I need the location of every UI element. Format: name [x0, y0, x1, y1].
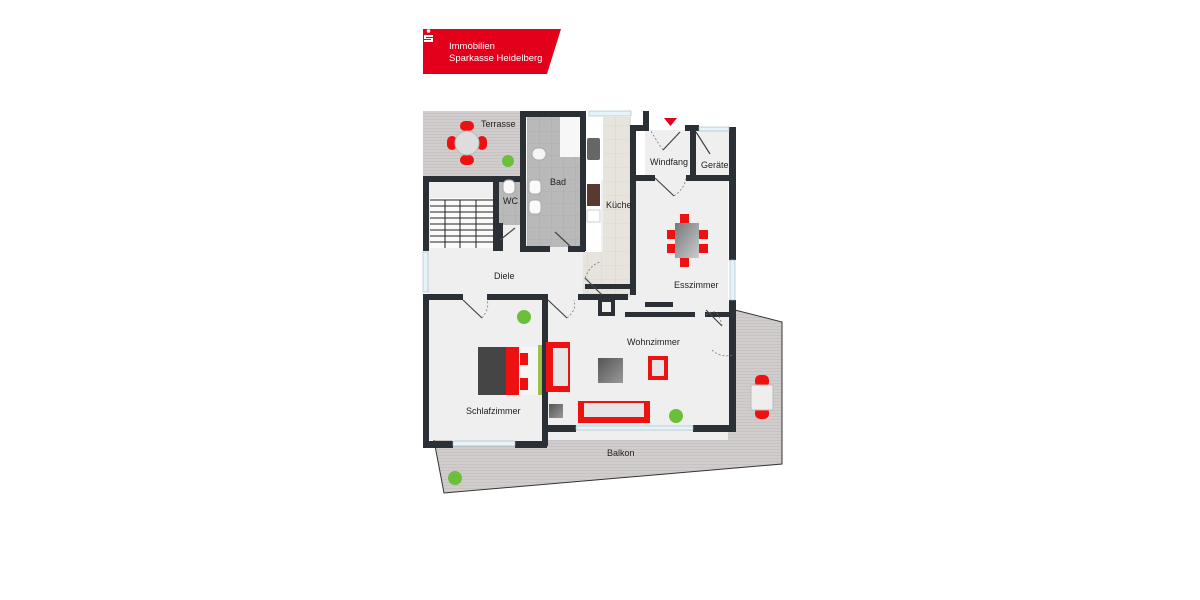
- walls: [423, 111, 736, 448]
- room-label-geraete: Geräte: [701, 160, 729, 170]
- room-label-balkon: Balkon: [607, 448, 635, 458]
- room-label-windfang: Windfang: [650, 157, 689, 167]
- room-label-diele: Diele: [494, 271, 515, 281]
- dining-table-icon: [667, 214, 708, 267]
- room-label-wc: WC: [503, 196, 518, 206]
- kueche-floor: [603, 117, 631, 297]
- logo-line-2: Sparkasse Heidelberg: [449, 53, 543, 64]
- sofa-icon: [546, 342, 668, 423]
- terrasse-table-icon: [447, 121, 487, 165]
- room-label-wohnzimmer: Wohnzimmer: [627, 337, 680, 347]
- bed-icon: [478, 345, 542, 395]
- room-label-esszimmer: Esszimmer: [674, 280, 719, 290]
- room-label-kueche: Küche: [606, 200, 632, 210]
- room-label-bad: Bad: [550, 177, 567, 187]
- room-label-terrasse: Terrasse: [481, 119, 516, 129]
- plant-icon: [448, 155, 683, 485]
- logo-background: [423, 29, 561, 74]
- logo-line-1: Immobilien: [449, 41, 495, 52]
- entrance-arrow-icon: [664, 118, 677, 126]
- sparkasse-s-icon: [424, 29, 433, 42]
- balkon-table-icon: [750, 375, 774, 419]
- brand-logo: Immobilien Sparkasse Heidelberg: [423, 29, 561, 74]
- room-label-schlafzimmer: Schlafzimmer: [466, 406, 521, 416]
